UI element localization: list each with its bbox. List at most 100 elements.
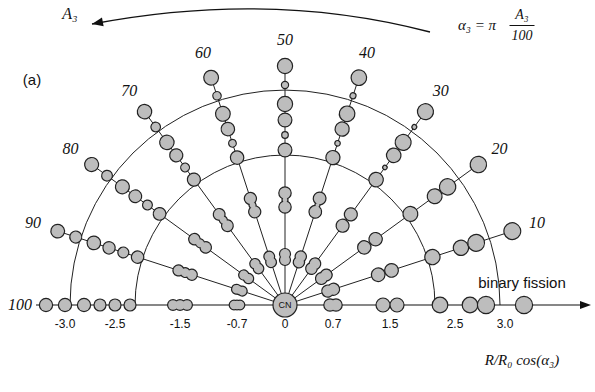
fragment-fill — [180, 267, 191, 278]
fragment-fill — [212, 91, 221, 100]
fragment-outline — [437, 176, 458, 197]
axis-tick-label: -1.5 — [170, 318, 191, 331]
fragment-fill — [367, 231, 384, 248]
fragment-outline — [100, 169, 113, 182]
nucleus-shape — [433, 298, 477, 312]
fragment-fill — [282, 82, 288, 88]
nucleus-shape — [356, 231, 384, 256]
fragment-fill — [95, 300, 106, 311]
fragment-outline — [152, 206, 168, 222]
nucleus-shape — [280, 249, 290, 265]
fragment-fill — [437, 176, 458, 197]
fragment-fill — [86, 235, 102, 251]
nucleus-shape — [168, 300, 192, 310]
node-label: CN — [279, 301, 292, 310]
nucleus-shape — [102, 241, 145, 264]
ray-label: 40 — [359, 44, 375, 62]
fragment-outline — [150, 121, 162, 133]
circle-shape — [273, 293, 297, 317]
fragment-outline — [334, 121, 350, 137]
fragment-fill — [249, 257, 262, 270]
nucleus-shape — [321, 282, 340, 298]
fragment-outline — [141, 199, 153, 211]
fragment-outline — [308, 205, 323, 220]
fragment-outline — [180, 162, 191, 173]
fragment-fill — [319, 268, 334, 283]
nucleus-shape — [231, 284, 248, 297]
fragment-fill — [415, 101, 436, 122]
fragment-outline — [350, 69, 368, 87]
panel-label: (a) — [23, 72, 41, 89]
fragment-outline — [502, 221, 522, 241]
nucleus-shape — [220, 121, 245, 165]
fragment-fill — [195, 238, 206, 249]
fragment-fill — [219, 215, 228, 224]
fragment-fill — [516, 297, 532, 313]
fragment-fill — [298, 257, 302, 261]
fragment-outline — [282, 82, 288, 88]
fragment-fill — [175, 300, 185, 310]
arrow-label: A₃ — [62, 5, 77, 23]
fragment-fill — [335, 141, 340, 146]
fragment-outline — [325, 149, 341, 165]
ray-label: 70 — [121, 82, 137, 100]
fragment-fill — [452, 239, 470, 257]
fragment-fill — [343, 206, 360, 223]
nucleus-shape — [230, 301, 244, 309]
fragment-fill — [424, 248, 442, 266]
fragment-fill — [69, 230, 83, 244]
fragment-outline — [158, 133, 176, 151]
fragment-fill — [180, 162, 191, 173]
fragment-fill — [315, 203, 320, 208]
fragment-outline — [214, 105, 231, 122]
fragment-fill — [242, 272, 255, 285]
fragment-outline — [338, 105, 356, 123]
ray-line — [285, 107, 429, 305]
fragment-outline — [468, 154, 489, 175]
fragment-fill — [283, 198, 288, 203]
fragment-outline — [279, 201, 290, 212]
nucleus-shape — [324, 299, 341, 310]
ray-label: 90 — [25, 214, 41, 232]
ray-label: 30 — [433, 82, 449, 100]
fragment-outline — [175, 300, 185, 310]
fragment-fill — [384, 263, 400, 279]
fragment-outline — [433, 298, 447, 312]
fragment-outline — [279, 114, 292, 127]
fragment-outline — [393, 132, 414, 153]
fragment-outline — [40, 299, 52, 311]
nucleus-shape — [172, 264, 198, 281]
fragment-outline — [463, 298, 477, 312]
fragment-fill — [377, 299, 390, 312]
axis-tick-label: -0.7 — [227, 318, 248, 331]
axis-tick-label: -3.0 — [55, 318, 76, 331]
fragment-outline — [401, 204, 420, 223]
axis-tick-label: 2.5 — [447, 318, 464, 331]
fragment-fill — [127, 188, 143, 204]
fragment-fill — [325, 149, 341, 165]
fragment-fill — [294, 250, 307, 263]
fragment-fill — [263, 250, 275, 262]
fragment-fill — [278, 97, 292, 111]
fragment-fill — [367, 170, 386, 189]
fragment-fill — [338, 105, 356, 123]
fragment-fill — [350, 93, 356, 99]
fragment-fill — [141, 199, 153, 211]
fragment-fill — [334, 217, 351, 234]
nucleus-shape — [40, 299, 90, 311]
fragment-outline — [452, 239, 470, 257]
fragment-fill — [350, 69, 368, 87]
axis-tick-label: 0.7 — [325, 318, 342, 331]
fragment-outline — [343, 206, 360, 223]
compound-nucleus-circle: CN — [272, 292, 298, 318]
fragment-outline — [478, 297, 494, 313]
nucleus-shape — [478, 297, 532, 313]
direction-arrow — [92, 9, 430, 32]
ray-line — [285, 161, 483, 305]
fragment-outline — [279, 144, 292, 157]
fragment-fill — [334, 121, 350, 137]
fragment-fill — [468, 154, 489, 175]
fragment-fill — [267, 256, 273, 262]
